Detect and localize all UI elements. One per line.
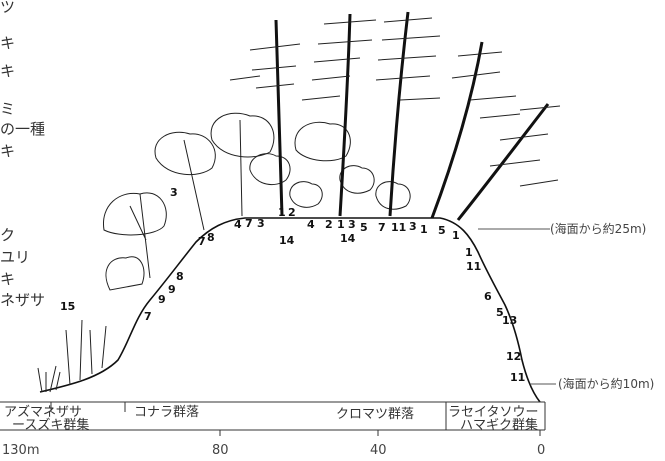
species-number: 1 [452, 229, 460, 242]
legend-fragment: ユリ [0, 248, 31, 266]
species-number: 6 [484, 290, 492, 303]
species-number: 13 [502, 314, 517, 327]
legend-fragment: キ [0, 34, 16, 52]
species-number: 9 [168, 283, 176, 296]
species-number: 8 [176, 270, 184, 283]
species-number: 7 [245, 217, 253, 230]
zone-label: クロマツ群落 [336, 407, 414, 422]
species-number: 12 [506, 350, 521, 363]
legend-fragment: ク [0, 226, 16, 244]
species-number: 4 [234, 218, 242, 231]
species-number: 3 [170, 186, 178, 199]
species-number: 4 [307, 218, 315, 231]
axis-tick-label: 40 [370, 443, 387, 458]
species-number: 11 [466, 260, 481, 273]
axis-tick-label: 130m [2, 443, 39, 458]
species-number: 11 [510, 371, 525, 384]
species-number: 2 [288, 206, 296, 219]
species-number: 2 [325, 218, 333, 231]
species-number: 15 [60, 300, 75, 313]
species-number: 14 [340, 232, 356, 245]
species-number: 7 [378, 221, 386, 234]
species-number: 14 [279, 234, 295, 247]
legend-fragment: キ [0, 270, 16, 288]
species-number: 5 [360, 221, 368, 234]
terrain-outline [39, 217, 541, 403]
legend-fragment: ミ [0, 100, 16, 118]
species-number: 1 [278, 206, 286, 219]
zone-label: ハマギク群集 [460, 417, 538, 433]
grass-cluster [37, 319, 107, 393]
species-number: 7 [144, 310, 152, 323]
legend-fragment: キ [0, 62, 16, 80]
legend-fragment: ネザサ [0, 291, 46, 309]
species-number: 7 [198, 235, 206, 248]
zone-label: ースズキ群集 [12, 417, 89, 433]
species-number: 1 [420, 223, 428, 236]
pine-foliage [229, 17, 561, 187]
zone-label: ラセイタソウー [448, 405, 538, 420]
axis-tick-label: 0 [537, 443, 545, 458]
legend-fragment: キ [0, 142, 16, 160]
species-number: 3 [409, 220, 417, 233]
species-number: 5 [496, 306, 504, 319]
species-number: 1 [337, 218, 345, 231]
species-number: 8 [207, 231, 215, 244]
species-number: 5 [438, 224, 446, 237]
species-number: 3 [257, 217, 265, 230]
species-number: 9 [158, 293, 166, 306]
elevation-label: (海面から約10m) [558, 376, 654, 391]
legend-fragment: ツ [0, 0, 16, 16]
zone-label: コナラ群落 [134, 405, 199, 420]
konara-trees [103, 112, 411, 291]
elevation-label: (海面から約25m) [550, 221, 646, 236]
species-number: 1 [465, 246, 473, 259]
zone-label: アズマネザサ [4, 404, 82, 420]
pine-trunks [274, 11, 550, 221]
species-number: 3 [348, 218, 356, 231]
legend-fragment: の一種 [0, 120, 46, 138]
axis-tick-label: 80 [212, 443, 229, 458]
species-number: 11 [391, 221, 406, 234]
